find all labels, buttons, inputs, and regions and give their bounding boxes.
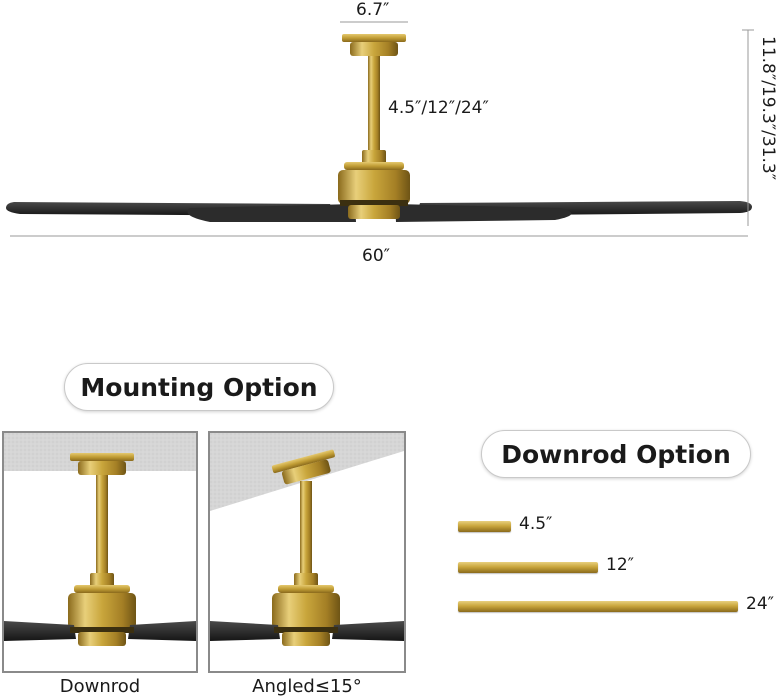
canopy xyxy=(342,34,406,56)
downrod-bar-label: 24″ xyxy=(746,594,774,614)
angled-mount-illustration xyxy=(210,433,404,646)
downrod-mount-label: Downrod xyxy=(59,676,141,697)
downrod-bar-label: 4.5″ xyxy=(519,514,553,534)
downrod-bar xyxy=(458,601,738,612)
downrod xyxy=(368,56,380,160)
downrod-mount-illustration xyxy=(4,433,196,646)
fan-blades xyxy=(6,201,752,222)
total-height-label: 11.8″/19.3″/31.3″ xyxy=(758,36,778,181)
downrod-bar xyxy=(458,562,598,573)
downrod-length-label: 4.5″/12″/24″ xyxy=(388,98,489,118)
motor-housing xyxy=(338,162,410,219)
mounting-option-title: Mounting Option xyxy=(64,363,334,411)
blade-span-label: 60″ xyxy=(362,246,390,266)
fan-dimension-diagram xyxy=(6,21,754,237)
angled-mount-panel xyxy=(208,431,406,673)
downrod-mount-panel xyxy=(2,431,198,673)
angled-mount-label: Angled≤15° xyxy=(252,676,362,697)
downrod-bar xyxy=(458,521,511,532)
downrod-option-title: Downrod Option xyxy=(481,430,751,478)
canopy-width-label: 6.7″ xyxy=(356,0,390,20)
downrod-bar-label: 12″ xyxy=(606,555,634,575)
